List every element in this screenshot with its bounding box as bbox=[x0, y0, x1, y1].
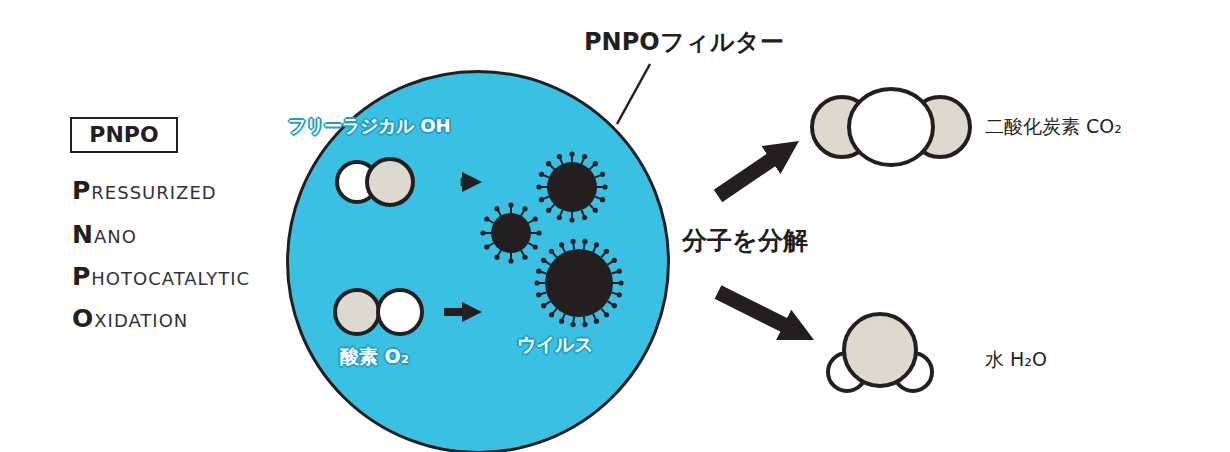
filter-disc bbox=[288, 72, 669, 452]
oxygen-molecule: 酸素 O₂ bbox=[330, 285, 440, 377]
virus-particle bbox=[480, 202, 541, 263]
node-label: PNPOフィルター bbox=[584, 28, 784, 57]
virus-cluster-drawing bbox=[484, 135, 629, 360]
virus-cluster: ウイルス bbox=[484, 135, 629, 360]
acronym-line: NANO bbox=[72, 220, 137, 250]
leader-line bbox=[617, 64, 650, 124]
atom bbox=[844, 314, 916, 386]
virus-particle bbox=[536, 151, 607, 222]
node-label: 酸素 O₂ bbox=[340, 345, 409, 368]
flow-arrow bbox=[718, 292, 796, 331]
acronym-line: OXIDATION bbox=[72, 304, 188, 334]
title-box: PNPO bbox=[70, 117, 178, 153]
water-molecule: 水 H₂O bbox=[820, 310, 1080, 405]
node-label: ウイルス bbox=[517, 333, 593, 356]
node-label: フリーラジカル OH bbox=[288, 115, 451, 137]
acronym-line: PRESSURIZED bbox=[72, 176, 217, 206]
hydroxyl-radical: フリーラジカル OH bbox=[288, 115, 457, 207]
atom bbox=[335, 290, 379, 334]
filter-circle: PNPOフィルターフリーラジカル OH酸素 O₂ウイルス bbox=[286, 70, 670, 452]
virus-particle bbox=[534, 239, 623, 327]
carbon-dioxide: 二酸化炭素 CO₂ bbox=[805, 85, 1165, 170]
atom bbox=[378, 290, 422, 334]
acronym-line: PHOTOCATALYTIC bbox=[72, 262, 250, 292]
process-label: 分子を分解 bbox=[682, 226, 808, 256]
atom bbox=[849, 89, 933, 165]
node-label: PNPO bbox=[89, 122, 158, 148]
node-label: 水 H₂O bbox=[985, 348, 1047, 371]
atom bbox=[367, 159, 413, 205]
node-label: 二酸化炭素 CO₂ bbox=[985, 115, 1122, 138]
flow-arrow bbox=[718, 152, 782, 196]
